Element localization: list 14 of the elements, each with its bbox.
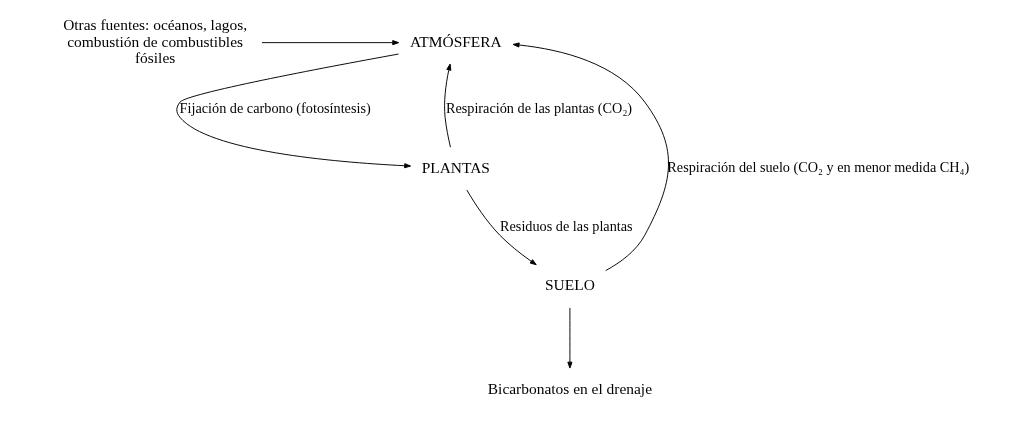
node-text: PLANTAS — [421, 158, 490, 176]
edge-label: Respiración de las plantas (CO₂) — [445, 100, 632, 117]
node-text: Otras fuentes: océanos, lagos, combustión de combustibles fósiles — [62, 16, 247, 67]
arrow — [261, 40, 399, 46]
edge-label: Fijación de carbono (fotosíntesis) — [179, 100, 371, 117]
node-text: Bicarbonatos en el drenaje — [487, 379, 652, 397]
node-text: SUELO — [544, 276, 595, 294]
arrow — [465, 189, 537, 266]
arrow — [566, 307, 572, 369]
arrow — [512, 42, 669, 272]
arrow — [175, 53, 411, 169]
node-text: ATMÓSFERA — [409, 32, 502, 50]
edge-label: Residuos de las plantas — [499, 218, 633, 235]
arrow — [443, 63, 451, 148]
